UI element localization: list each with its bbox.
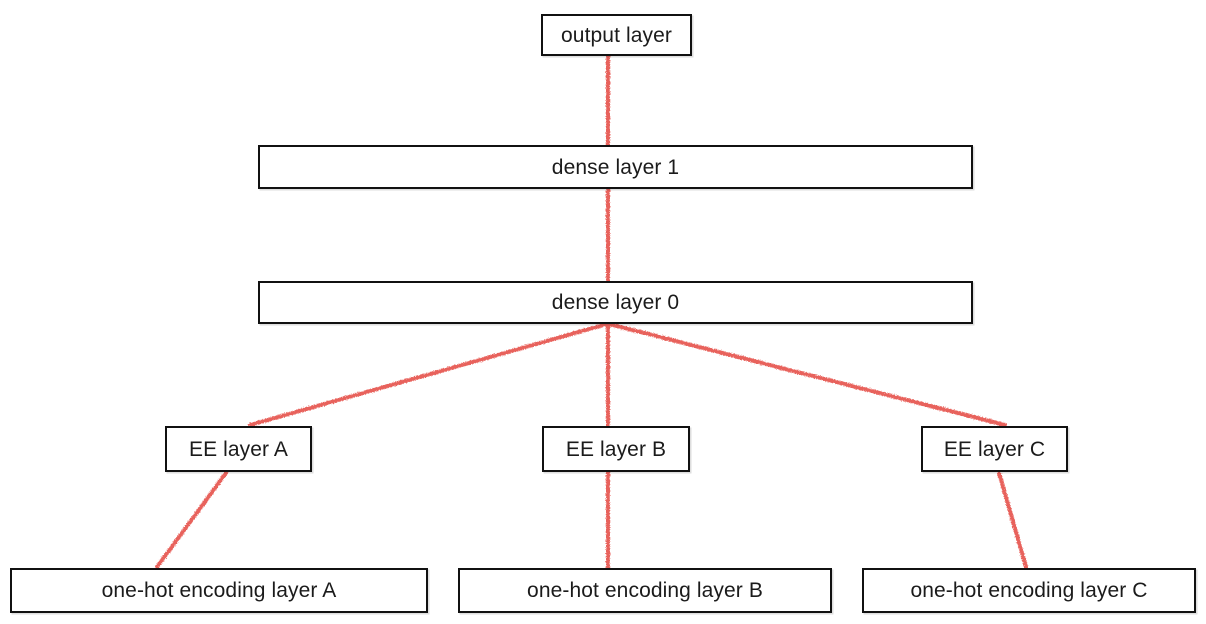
node-ee-layer-c[interactable]: EE layer C	[921, 426, 1068, 472]
node-ee-layer-b[interactable]: EE layer B	[542, 426, 690, 472]
node-label: dense layer 0	[551, 291, 680, 314]
node-label: one-hot encoding layer A	[101, 579, 337, 602]
edge-onehot_a-to-ee_a	[155, 471, 228, 569]
node-label: EE layer A	[188, 437, 289, 461]
node-label: dense layer 1	[551, 155, 680, 179]
node-ee-layer-a[interactable]: EE layer A	[165, 426, 312, 472]
node-one-hot-encoding-layer-c[interactable]: one-hot encoding layer C	[862, 568, 1196, 613]
node-output-layer[interactable]: output layer	[541, 14, 692, 56]
node-dense-layer-0[interactable]: dense layer 0	[258, 281, 973, 324]
node-label: output layer	[561, 23, 672, 47]
node-dense-layer-1[interactable]: dense layer 1	[258, 145, 973, 189]
node-one-hot-encoding-layer-b[interactable]: one-hot encoding layer B	[458, 568, 832, 613]
edge-ee_c-to-dense0	[607, 322, 1007, 427]
edge-onehot_c-to-ee_c	[997, 471, 1028, 569]
node-label: EE layer B	[565, 437, 667, 461]
node-one-hot-encoding-layer-a[interactable]: one-hot encoding layer A	[10, 568, 428, 613]
node-label: one-hot encoding layer B	[527, 579, 763, 602]
node-label: one-hot encoding layer C	[910, 579, 1148, 602]
node-label: EE layer C	[943, 437, 1046, 461]
edge-ee_a-to-dense0	[248, 322, 609, 427]
